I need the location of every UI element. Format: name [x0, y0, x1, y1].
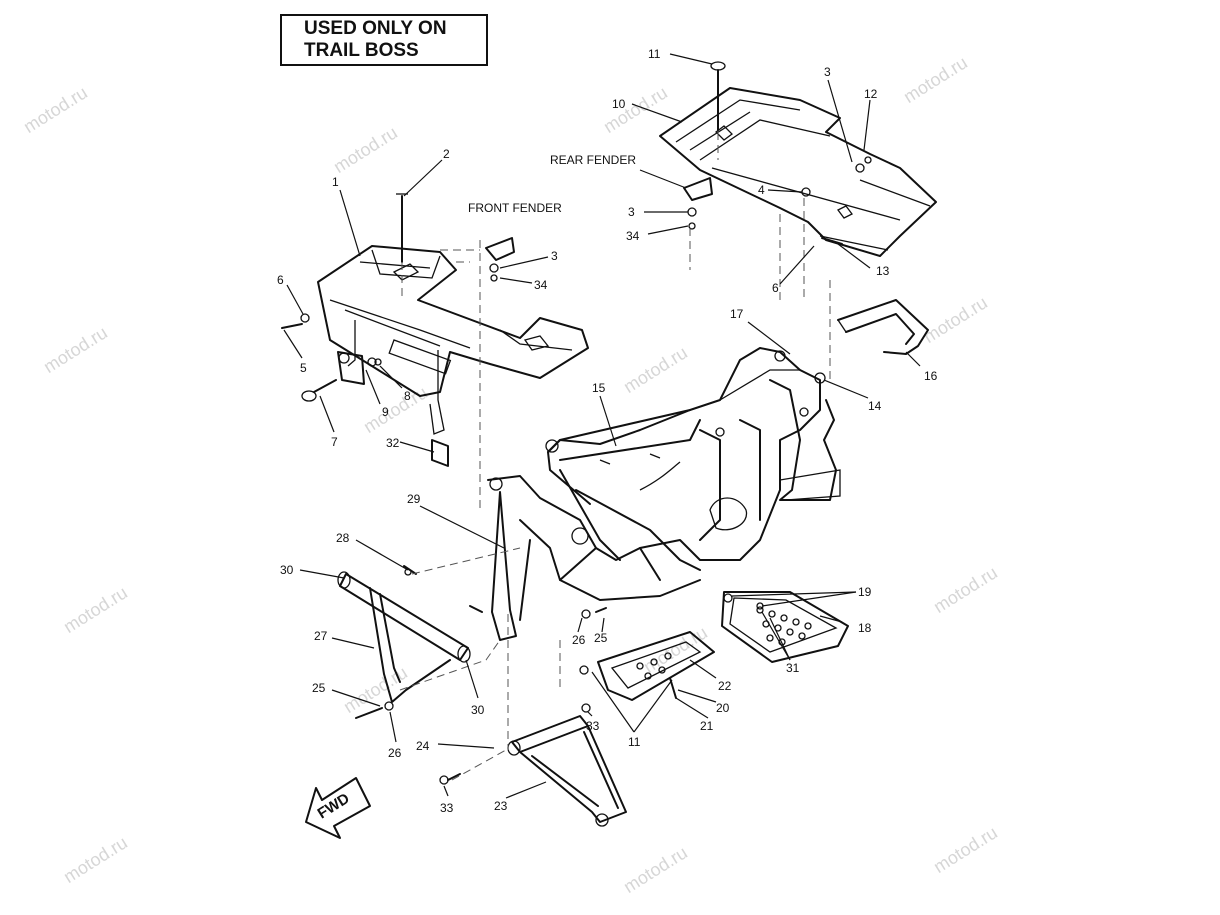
- front-fender-bracket: [485, 237, 515, 282]
- rear-fender-bracket: [683, 156, 872, 245]
- notice-line-2: TRAIL BOSS: [304, 40, 419, 61]
- callout-33: 33: [440, 801, 454, 815]
- callout-19: 19: [858, 585, 872, 599]
- forward-direction-arrow: FWD: [305, 777, 371, 839]
- front-bumper: [337, 565, 483, 719]
- callout-34: 34: [626, 229, 640, 243]
- callout-27: 27: [314, 629, 328, 643]
- grab-bar: [837, 299, 929, 355]
- callout-24: 24: [416, 739, 430, 753]
- alignment-lines: [399, 132, 831, 781]
- callout-18: 18: [858, 621, 872, 635]
- left-footrest: [579, 607, 715, 701]
- rear-fender-label: REAR FENDER: [550, 153, 636, 167]
- callout-6: 6: [277, 273, 284, 287]
- callout-23: 23: [494, 799, 508, 813]
- callout-3: 3: [551, 249, 558, 263]
- callout-9: 9: [382, 405, 389, 419]
- callout-33: 33: [586, 719, 600, 733]
- front-fender-label: FRONT FENDER: [468, 201, 562, 215]
- callout-30: 30: [471, 703, 485, 717]
- callout-30: 30: [280, 563, 294, 577]
- right-footrest: [721, 591, 849, 663]
- usage-notice-box: USED ONLY ON TRAIL BOSS: [280, 14, 488, 66]
- callout-1: 1: [332, 175, 339, 189]
- callout-28: 28: [336, 531, 350, 545]
- callout-14: 14: [868, 399, 882, 413]
- callout-3: 3: [628, 205, 635, 219]
- callout-12: 12: [864, 87, 878, 101]
- part-callouts: FRONT FENDER REAR FENDER 1 2 3 3 3 4 5 6…: [277, 47, 938, 815]
- callout-21: 21: [700, 719, 714, 733]
- leader-lines: [283, 53, 921, 799]
- callout-17: 17: [730, 307, 744, 321]
- callout-31: 31: [786, 661, 800, 675]
- callout-11: 11: [648, 47, 661, 61]
- front-rack-hardware: [281, 193, 449, 467]
- callout-13: 13: [876, 264, 890, 278]
- callout-5: 5: [300, 361, 307, 375]
- callout-4: 4: [758, 183, 765, 197]
- callout-26: 26: [388, 746, 402, 760]
- callout-8: 8: [404, 389, 411, 403]
- callout-29: 29: [407, 492, 421, 506]
- notice-line-1: USED ONLY ON: [304, 18, 447, 39]
- rear-brace: [439, 703, 627, 827]
- callout-34: 34: [534, 278, 548, 292]
- callout-22: 22: [718, 679, 732, 693]
- main-frame: [487, 347, 841, 641]
- front-rack: [317, 245, 589, 435]
- callout-32: 32: [386, 436, 400, 450]
- callout-25: 25: [312, 681, 326, 695]
- callout-6: 6: [772, 281, 779, 295]
- callout-15: 15: [592, 381, 606, 395]
- callout-10: 10: [612, 97, 626, 111]
- callout-7: 7: [331, 435, 338, 449]
- callout-2: 2: [443, 147, 450, 161]
- callout-3: 3: [824, 65, 831, 79]
- callout-25: 25: [594, 631, 608, 645]
- callout-11: 11: [628, 735, 641, 749]
- callout-20: 20: [716, 701, 730, 715]
- callout-16: 16: [924, 369, 938, 383]
- callout-26: 26: [572, 633, 586, 647]
- rear-rack: [659, 61, 937, 257]
